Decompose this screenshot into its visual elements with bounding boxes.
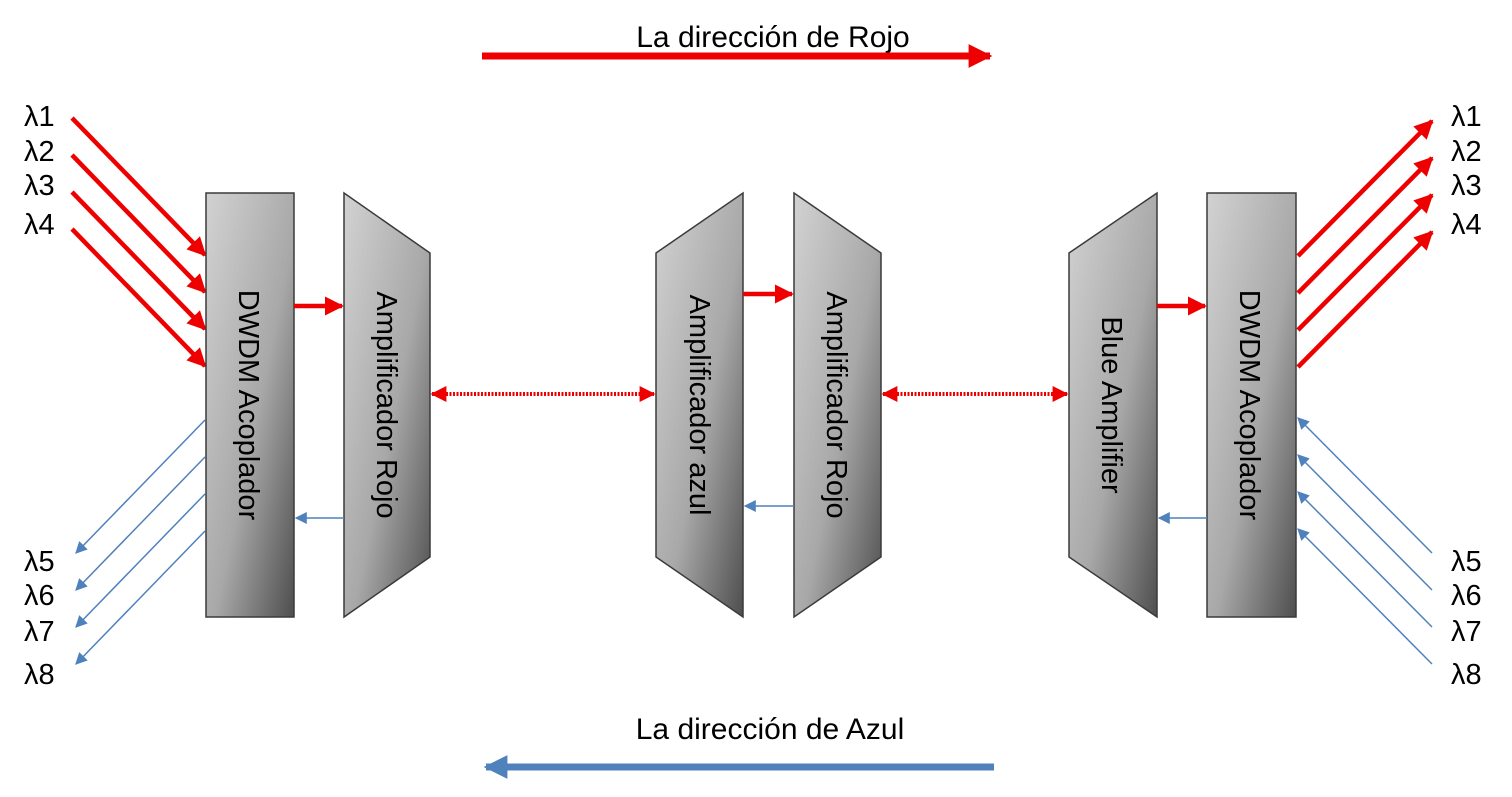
left-input-arrow-2 <box>70 153 207 294</box>
left-input-arrow-4 <box>70 227 207 368</box>
right-lambda-in-8: λ8 <box>1451 659 1482 691</box>
left-input-arrow-3 <box>70 190 207 331</box>
right-lambda-out-3: λ3 <box>1451 170 1482 202</box>
right-input-arrow-8 <box>1297 528 1433 665</box>
left-output-arrow-7 <box>75 493 206 628</box>
right-output-arrow-4 <box>1296 230 1434 369</box>
left-dwdm-coupler-label: DWDM Acoplador <box>232 290 264 521</box>
left-lambda-in-2: λ2 <box>24 136 55 168</box>
left-lambda-out-7: λ7 <box>24 616 55 648</box>
blue-direction-label: La dirección de Azul <box>636 713 905 746</box>
right-output-arrow-3 <box>1296 193 1434 332</box>
left-output-arrow-8 <box>75 530 206 665</box>
left-red-amplifier-label: Amplificador Rojo <box>370 291 402 518</box>
middle-blue-amplifier: Amplificador azul <box>655 191 744 619</box>
red-direction-label: La dirección de Rojo <box>636 21 910 54</box>
left-lambda-out-8: λ8 <box>24 659 55 691</box>
right-input-arrow-7 <box>1297 491 1433 628</box>
left-red-amplifier: Amplificador Rojo <box>343 191 431 619</box>
middle-red-amplifier-label: Amplificador Rojo <box>820 291 852 518</box>
left-lambda-out-5: λ5 <box>24 546 55 578</box>
left-output-arrow-5 <box>75 419 206 554</box>
left-lambda-out-6: λ6 <box>24 580 55 612</box>
right-input-arrow-5 <box>1297 417 1433 554</box>
right-lambda-in-5: λ5 <box>1451 546 1482 578</box>
right-lambda-in-6: λ6 <box>1451 580 1482 612</box>
right-blue-amplifier: Blue Amplifier <box>1068 191 1158 619</box>
left-lambda-in-4: λ4 <box>24 209 55 241</box>
left-lambda-in-3: λ3 <box>24 170 55 202</box>
left-lambda-in-1: λ1 <box>24 101 55 133</box>
left-input-arrow-1 <box>70 116 207 257</box>
right-dwdm-coupler-label: DWDM Acoplador <box>1233 290 1265 521</box>
left-dwdm-coupler: DWDM Acoplador <box>205 192 295 618</box>
right-dwdm-coupler: DWDM Acoplador <box>1206 192 1297 618</box>
right-output-arrow-1 <box>1296 119 1434 258</box>
right-blue-amplifier-label: Blue Amplifier <box>1095 316 1127 494</box>
middle-blue-amplifier-label: Amplificador azul <box>683 295 715 516</box>
right-lambda-out-2: λ2 <box>1451 136 1482 168</box>
right-input-arrow-6 <box>1297 454 1433 591</box>
right-output-arrow-2 <box>1296 156 1434 295</box>
right-lambda-in-7: λ7 <box>1451 616 1482 648</box>
right-lambda-out-1: λ1 <box>1451 101 1482 133</box>
middle-red-amplifier: Amplificador Rojo <box>793 191 882 619</box>
left-output-arrow-6 <box>75 456 206 591</box>
right-lambda-out-4: λ4 <box>1451 209 1482 241</box>
